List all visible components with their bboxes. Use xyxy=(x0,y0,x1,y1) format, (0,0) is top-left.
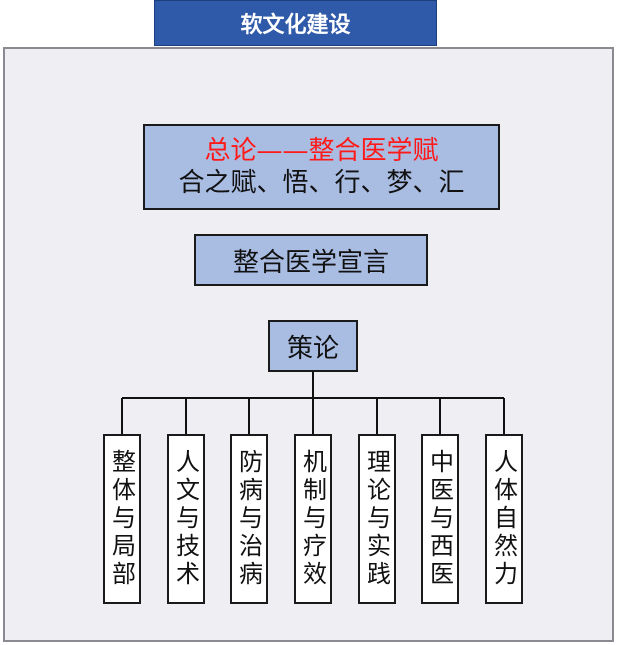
intro-line-1: 总论——整合医学赋 xyxy=(204,136,439,166)
topic-label: 人文与技术 xyxy=(171,449,200,589)
topic-box-3: 防病与治病 xyxy=(230,434,268,604)
topic-label: 整体与局部 xyxy=(107,449,136,589)
policy-box: 策论 xyxy=(268,320,358,372)
page-title: 软文化建设 xyxy=(154,0,437,46)
topic-label: 防病与治病 xyxy=(234,449,263,589)
topic-box-1: 整体与局部 xyxy=(103,434,141,604)
topic-label: 人体自然力 xyxy=(489,449,518,589)
topic-label: 中医与西医 xyxy=(425,449,454,589)
topic-label: 理论与实践 xyxy=(362,449,391,589)
topic-box-4: 机制与疗效 xyxy=(294,434,332,604)
topic-box-2: 人文与技术 xyxy=(167,434,205,604)
intro-box: 总论——整合医学赋 合之赋、悟、行、梦、汇 xyxy=(143,124,500,210)
topic-box-5: 理论与实践 xyxy=(358,434,396,604)
declaration-box: 整合医学宣言 xyxy=(194,234,428,286)
topic-label: 机制与疗效 xyxy=(298,449,327,589)
topic-box-7: 人体自然力 xyxy=(485,434,523,604)
intro-line-2: 合之赋、悟、行、梦、汇 xyxy=(178,168,465,198)
topic-box-6: 中医与西医 xyxy=(421,434,459,604)
